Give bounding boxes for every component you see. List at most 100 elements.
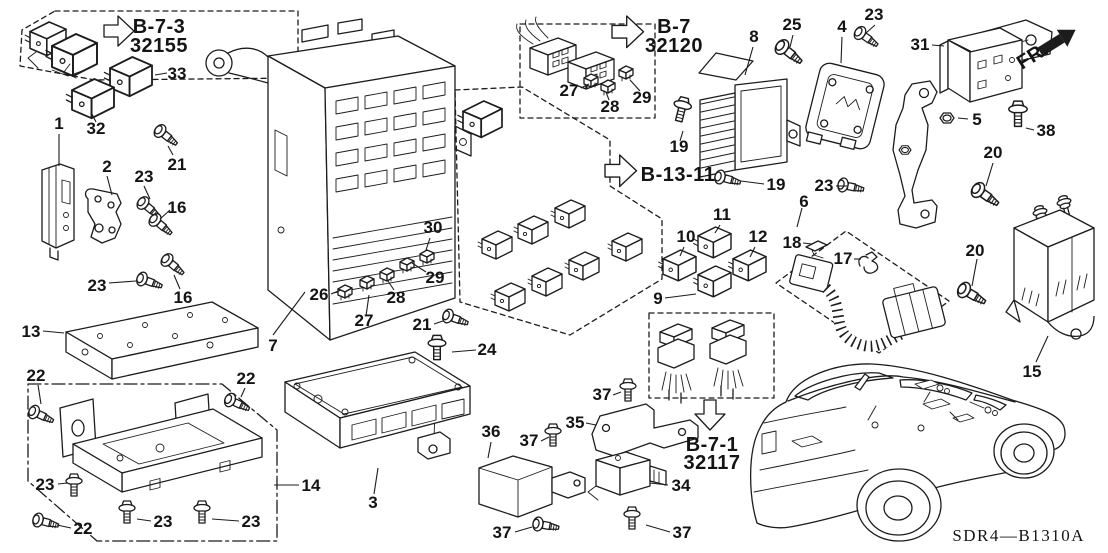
unit-4-drawing [805, 62, 885, 151]
bolt-21-left [151, 121, 182, 151]
part-callout-23: 23 [135, 167, 154, 186]
ecu-3-drawing [284, 351, 471, 460]
leader-line [580, 83, 590, 89]
part-callout-37: 37 [593, 385, 612, 404]
part-callout-23: 23 [815, 176, 834, 195]
nut-5 [939, 112, 955, 124]
part-callout-13: 13 [22, 322, 41, 341]
part-callout-2: 2 [102, 157, 111, 176]
leader-line [42, 330, 65, 334]
part-callout-20: 20 [984, 143, 1003, 162]
leader-line [1025, 127, 1035, 131]
part-callout-22: 22 [237, 369, 256, 388]
bolt-23-midright [836, 176, 866, 197]
leader-line [585, 422, 597, 426]
leader-line [865, 24, 876, 34]
part-callout-32: 32 [87, 119, 106, 138]
part-callout-23: 23 [242, 512, 261, 531]
ref-label-b-7-3: 32155 [130, 35, 188, 57]
leader-line [664, 293, 697, 299]
bolt-22-bottom [30, 511, 61, 533]
part-callout-34: 34 [672, 476, 691, 495]
leader-line [487, 441, 492, 459]
part-callout-17: 17 [834, 249, 853, 268]
ref-label-b-13-11: B-13-11 [641, 164, 716, 186]
part-callout-7: 7 [268, 336, 277, 355]
part-callout-23: 23 [154, 512, 173, 531]
bolt-23-row2 [118, 500, 136, 524]
unit-1-drawing [41, 163, 75, 261]
diagram-code: SDR4—B1310A [952, 526, 1085, 545]
leader-line [802, 242, 813, 245]
relay-11-drawing [692, 226, 732, 259]
part-callout-33: 33 [168, 64, 187, 83]
leader-line [749, 246, 756, 258]
leader-line [159, 209, 171, 220]
bolt-23-row3 [193, 500, 211, 524]
bolt-38 [1008, 100, 1028, 128]
cover-36-drawing [478, 455, 586, 518]
bolt-21-center [440, 307, 471, 331]
part-callout-14: 14 [302, 476, 321, 495]
leader-line [373, 467, 379, 495]
clip-17-drawing [858, 251, 879, 274]
leader-line [649, 482, 669, 486]
fuse-box-drawing [205, 18, 472, 341]
leader-line [330, 289, 342, 295]
leader-line [796, 207, 803, 228]
part-callout-26: 26 [310, 285, 329, 304]
leader-line [740, 180, 765, 185]
relay-32-drawing [65, 78, 115, 120]
ref-label-b-7: 32120 [645, 35, 703, 57]
part-callout-28: 28 [387, 288, 406, 307]
ref-box-b-7-1 [648, 312, 775, 404]
leader-line [154, 72, 168, 76]
part-callout-21: 21 [413, 315, 432, 334]
leader-line [425, 237, 431, 251]
leader-line [143, 185, 151, 200]
part-callout-19: 19 [670, 137, 689, 156]
part-callout-6: 6 [799, 192, 808, 211]
leader-line [840, 36, 843, 64]
bolt-16-b [158, 250, 189, 280]
relay-12-drawing [727, 249, 767, 282]
leader-line [167, 145, 174, 156]
leader-line [173, 274, 181, 290]
part-callout-37: 37 [520, 431, 539, 450]
bolt-23-row1 [65, 473, 83, 497]
ref-label-b-7-1: B-7-1 [686, 434, 739, 456]
part-callout-22: 22 [74, 519, 93, 538]
part-callout-16: 16 [174, 288, 193, 307]
part-callout-4: 4 [837, 17, 847, 36]
part-callout-27: 27 [355, 311, 374, 330]
leader-line [605, 91, 610, 101]
connector-block-b [567, 51, 615, 90]
leader-line [451, 349, 477, 353]
part-callout-20: 20 [966, 241, 985, 260]
leader-line [365, 294, 370, 317]
leader-line [90, 111, 97, 123]
part-callout-31: 31 [911, 35, 930, 54]
unit-15-drawing [1005, 193, 1095, 340]
leader-line [679, 130, 684, 142]
relay-region-b-13-11 [454, 86, 663, 336]
part-callout-22: 22 [27, 366, 46, 385]
part-callout-9: 9 [653, 289, 662, 308]
leader-line [240, 387, 246, 398]
bolt-24 [427, 334, 447, 361]
part-callout-18: 18 [783, 233, 802, 252]
leader-line [971, 258, 978, 287]
ref-label-b-7: B-7 [657, 16, 691, 38]
part-callout-5: 5 [972, 110, 981, 129]
part-callout-25: 25 [783, 15, 802, 34]
leader-line [57, 482, 69, 485]
leader-line [957, 117, 969, 120]
part-callout-11: 11 [713, 205, 731, 224]
part-callout-3: 3 [368, 493, 377, 512]
part-callout-24: 24 [478, 340, 497, 359]
leader-line [985, 162, 994, 187]
unit-31-drawing [939, 19, 1053, 103]
